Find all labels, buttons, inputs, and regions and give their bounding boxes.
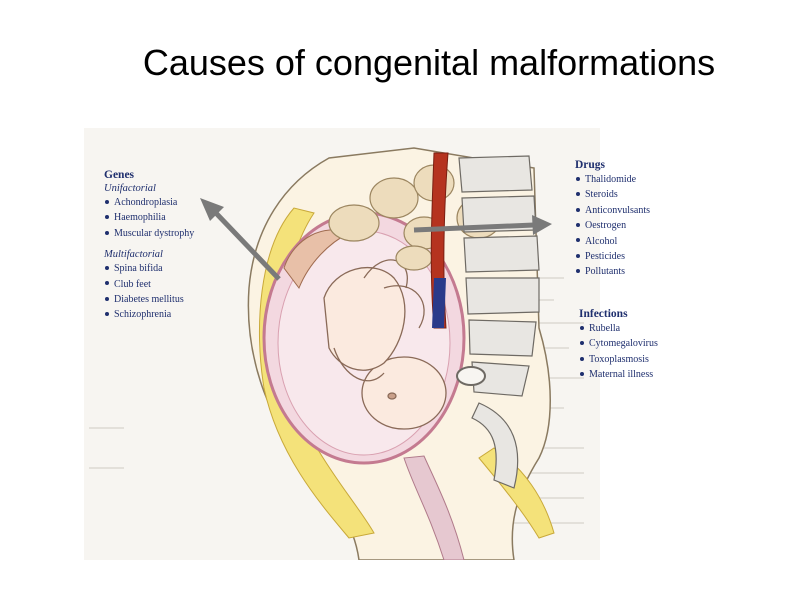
infections-list: Rubella Cytomegalovirus Toxoplasmosis Ma… [579,321,658,383]
genes-arrow-shaft [212,209,281,281]
birth-canal [403,455,465,560]
bullet-icon [580,341,584,346]
multifactorial-label: Multifactorial [104,249,163,261]
bullet-icon [576,176,580,181]
list-item: Club feet [104,277,194,292]
bullet-icon [576,207,580,212]
infections-heading: Infections [579,308,628,320]
fetus-body [323,266,406,371]
unifactorial-list: Achondroplasia Haemophilia Muscular dyst… [104,195,194,241]
fetus [323,259,447,430]
list-item: Rubella [579,321,658,336]
genes-heading: Genes [104,169,135,181]
bullet-icon [105,215,109,220]
list-item: Spina bifida [104,261,194,276]
bullet-icon [105,296,109,301]
list-item: Schizophrenia [104,307,194,322]
drugs-heading: Drugs [575,159,606,171]
pregnancy-illustration [84,128,600,560]
bullet-icon [580,325,584,330]
list-item: Pesticides [575,249,650,264]
multifactorial-list: Spina bifida Club feet Diabetes mellitus… [104,261,194,323]
sacrum [471,402,519,489]
bullet-icon [105,230,109,235]
list-item: Thalidomide [575,172,650,187]
bullet-icon [576,222,580,227]
drugs-list: Thalidomide Steroids Anticonvulsants Oes… [575,172,650,280]
list-item: Maternal illness [579,367,658,382]
bullet-icon [576,238,580,243]
list-item: Pollutants [575,264,650,279]
arrows [200,198,552,281]
unifactorial-label: Unifactorial [104,183,156,194]
drugs-arrow-head [532,215,552,235]
bullet-icon [580,356,584,361]
bullet-icon [576,192,580,197]
bullet-icon [580,371,584,376]
genes-arrow-head [200,198,224,221]
list-item: Achondroplasia [104,195,194,210]
fetus-leg-2 [363,259,408,289]
bullet-icon [576,253,580,258]
drugs-arrow-shaft [413,222,535,233]
bullet-icon [105,312,109,317]
list-item: Anticonvulsants [575,203,650,218]
bullet-icon [576,269,580,274]
list-item: Diabetes mellitus [104,292,194,307]
infections-panel: Infections Rubella Cytomegalovirus Toxop… [579,307,658,383]
bullet-icon [105,199,109,204]
fetus-arm [333,347,385,382]
list-item: Steroids [575,187,650,202]
fetus-head [361,356,447,430]
pregnancy-cross-section-figure: Genes Unifactorial Achondroplasia Haemop… [84,128,658,560]
rectum [456,366,486,386]
bullet-icon [105,265,109,270]
fetus-ear [387,392,397,400]
list-item: Haemophilia [104,210,194,225]
list-item: Muscular dystrophy [104,226,194,241]
fetus-leg [383,285,425,329]
spine [458,155,540,397]
list-item: Toxoplasmosis [579,352,658,367]
slide-title: Causes of congenital malformations [142,42,716,83]
list-item: Alcohol [575,234,650,249]
list-item: Cytomegalovirus [579,336,658,351]
vena-cava [432,278,446,328]
list-item: Oestrogen [575,218,650,233]
drugs-panel: Drugs Thalidomide Steroids Anticonvulsan… [575,158,650,280]
bullet-icon [105,281,109,286]
genes-panel: Genes Unifactorial Achondroplasia Haemop… [104,168,194,323]
